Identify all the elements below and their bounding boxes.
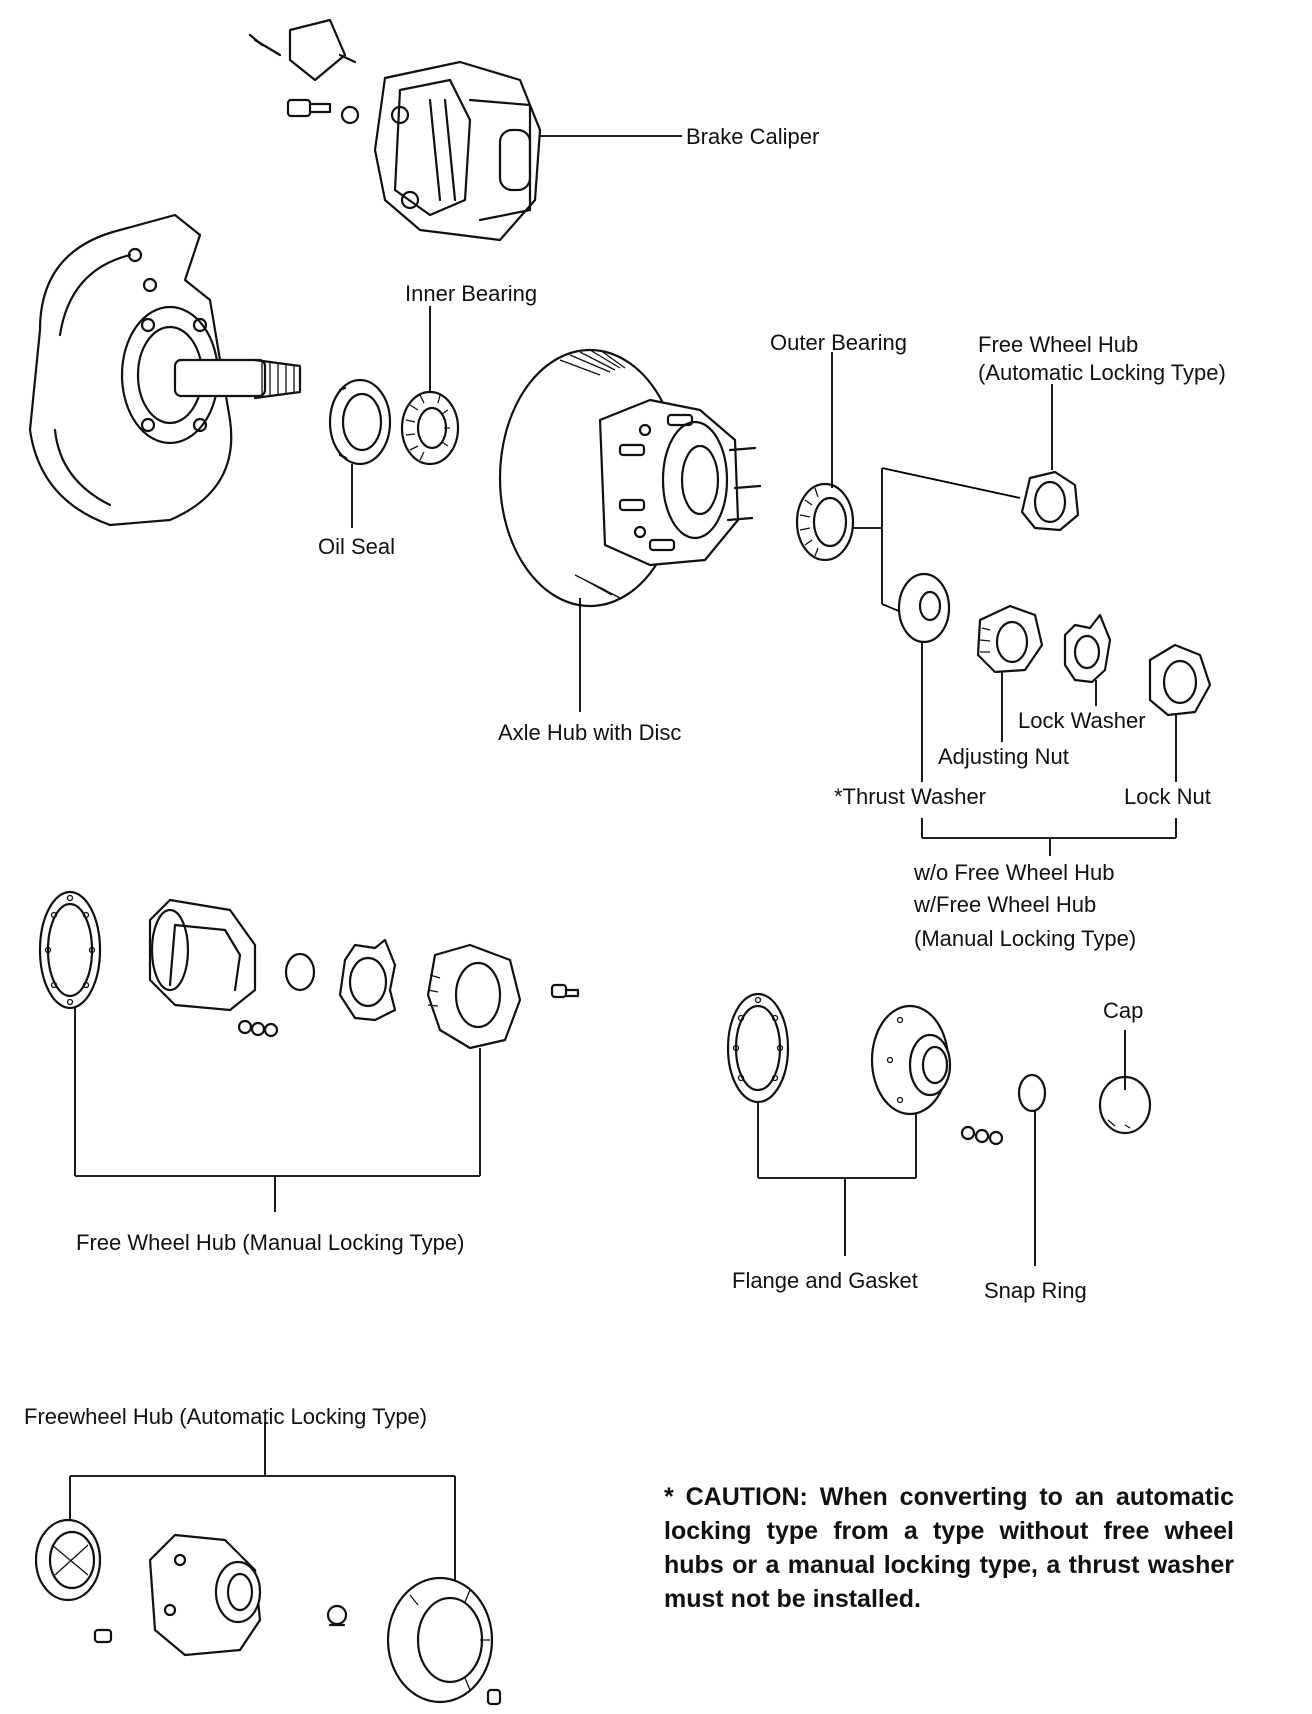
outer-bearing-leader xyxy=(831,352,882,529)
oil-seal-part xyxy=(328,378,392,466)
lock-washer-part xyxy=(1063,613,1112,684)
snap-ring-label: Snap Ring xyxy=(984,1278,1087,1303)
axle-hub-with-disc-label: Axle Hub with Disc xyxy=(498,720,682,745)
wo-free-wheel-hub-label: w/o Free Wheel Hub xyxy=(914,860,1115,885)
w-free-wheel-hub-label: w/Free Wheel Hub xyxy=(914,892,1097,917)
auto-hub-body-part xyxy=(148,1533,262,1657)
manual-hub-knob-part xyxy=(426,943,580,1050)
thrust-washer-label: *Thrust Washer xyxy=(834,784,987,809)
manual-hub-snap-ring-part xyxy=(284,952,316,992)
axle-hub-disc-part xyxy=(498,348,762,608)
flange-bracket xyxy=(757,1030,1126,1266)
lock-nut-part xyxy=(1148,643,1212,717)
flange-gasket-part xyxy=(726,992,790,1104)
dust-shield-spindle-part xyxy=(28,213,302,527)
manual-locking-type-label: (Manual Locking Type) xyxy=(914,926,1137,951)
adjusting-nut-label: Adjusting Nut xyxy=(938,744,1069,769)
cap-label: Cap xyxy=(1103,998,1144,1023)
free-wheel-hub-manual-label: Free Wheel Hub (Manual Locking Type) xyxy=(76,1230,465,1255)
manual-hub-body-part xyxy=(148,898,279,1038)
brake-caliper-part xyxy=(373,60,542,242)
auto-hub-cover-part xyxy=(386,1576,502,1706)
flange-and-gasket-label: Flange and Gasket xyxy=(732,1268,918,1293)
oil-seal-label: Oil Seal xyxy=(318,534,396,559)
free-wheel-hub-auto-label-line1: Free Wheel Hub xyxy=(978,332,1139,357)
lock-nut-label: Lock Nut xyxy=(1124,784,1211,809)
brake-caliper-label: Brake Caliper xyxy=(686,124,820,149)
freewheel-hub-automatic-label: Freewheel Hub (Automatic Locking Type) xyxy=(24,1404,428,1429)
flange-bolts-part xyxy=(960,1125,1004,1146)
thrust-washer-part xyxy=(897,572,951,644)
adjusting-nut-part xyxy=(976,604,1044,674)
manual-hub-gasket-part xyxy=(38,890,102,1010)
lock-washer-label: Lock Washer xyxy=(1018,708,1146,733)
outer-bearing-label: Outer Bearing xyxy=(770,330,907,355)
snap-ring-part xyxy=(1017,1073,1047,1113)
auto-hub-bolt-part xyxy=(326,1604,348,1627)
caution-note: * CAUTION: When converting to an automat… xyxy=(664,1483,1234,1613)
outer-bearing-part xyxy=(795,482,855,562)
flange-part xyxy=(870,1004,952,1116)
caliper-bleeder-bracket-part xyxy=(248,18,357,82)
auto-hub-group-bracket xyxy=(69,1422,456,1580)
wo-free-wheel-bracket xyxy=(921,818,1177,856)
inner-bearing-label: Inner Bearing xyxy=(405,281,538,306)
caliper-bolt-part xyxy=(286,98,360,125)
manual-hub-bracket xyxy=(74,1008,481,1212)
manual-hub-gasket2-part xyxy=(338,938,397,1022)
auto-hub-seal-part xyxy=(34,1518,113,1644)
free-wheel-hub-auto-label-line2: (Automatic Locking Type) xyxy=(978,360,1226,385)
inner-bearing-part xyxy=(400,390,460,466)
auto-hub-nut-part xyxy=(1020,470,1080,532)
